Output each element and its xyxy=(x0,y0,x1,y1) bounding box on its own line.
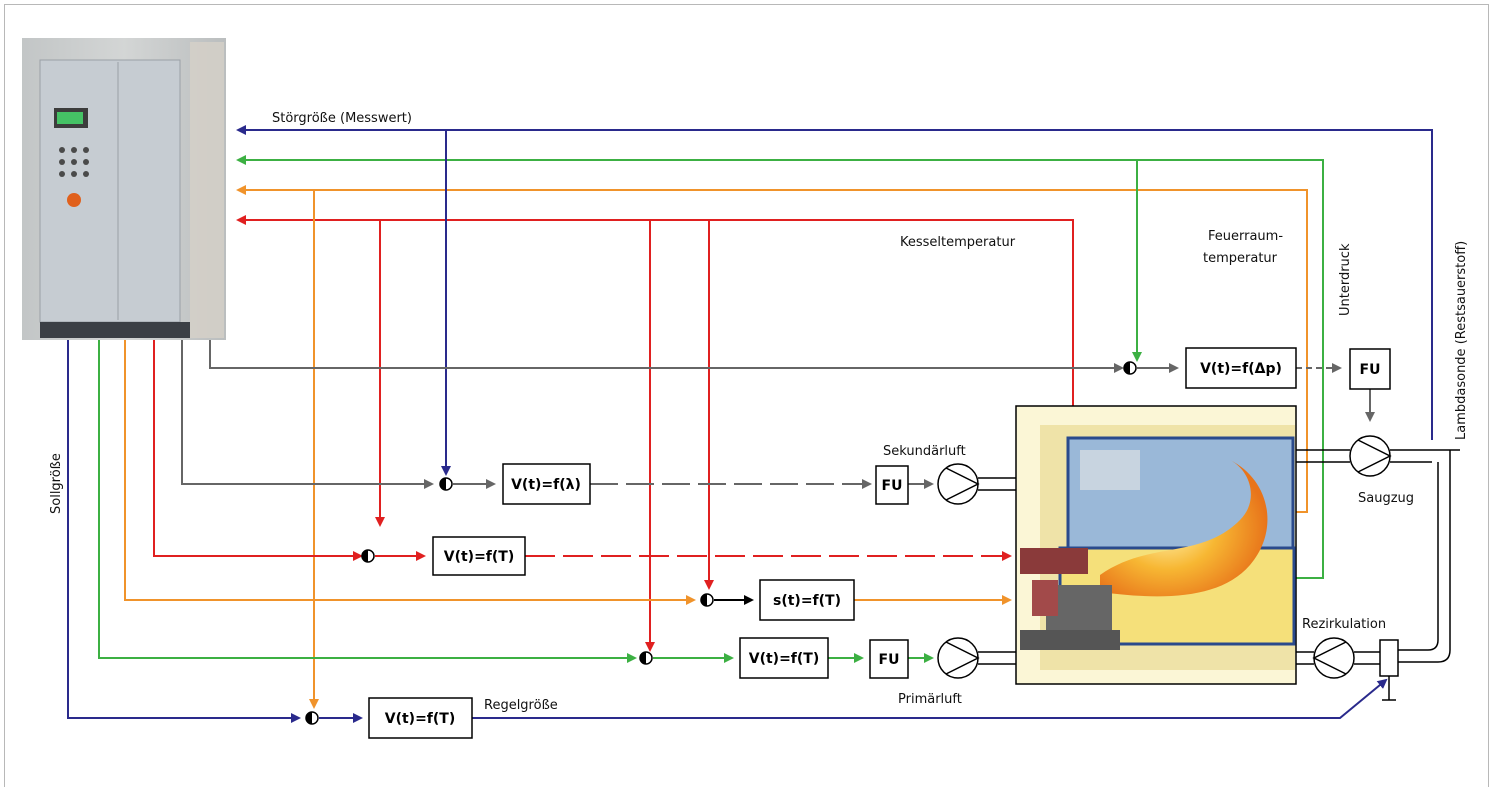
label-saugzug: Saugzug xyxy=(1358,491,1414,506)
box-v-dp: V(t)=f(Δp) xyxy=(1185,347,1297,389)
box-v-t-blue: V(t)=f(T) xyxy=(368,697,473,739)
box-v-t-green: V(t)=f(T) xyxy=(739,637,829,679)
blue-feedback-line xyxy=(236,125,1433,440)
comparator-orange xyxy=(700,593,714,607)
comparator-lambda xyxy=(439,477,453,491)
red-feedback-line xyxy=(236,215,1074,406)
box-fu-primaer: FU xyxy=(869,639,909,679)
label-regelgroesse: Regelgröße xyxy=(484,698,558,713)
red-setpoint xyxy=(153,340,363,561)
page-frame xyxy=(4,4,1489,787)
svg-text:FU: FU xyxy=(879,652,900,668)
label-lambdasonde: Lambdasonde (Restsauerstoff) xyxy=(1454,241,1469,440)
label-stoergroesse: Störgröße (Messwert) xyxy=(272,111,412,126)
box-fu-sekundaer: FU xyxy=(875,465,909,505)
svg-text:FU: FU xyxy=(882,478,903,494)
box-s-t: s(t)=f(T) xyxy=(759,579,855,621)
orange-feedback-line xyxy=(236,185,1308,513)
label-kesseltemperatur: Kesseltemperatur xyxy=(900,235,1016,250)
box-fu-saugzug: FU xyxy=(1349,348,1391,390)
gray-setpoint-pressure xyxy=(209,340,1124,373)
orange-setpoint xyxy=(124,340,696,605)
label-sollgroesse: Sollgröße xyxy=(49,453,64,514)
svg-text:V(t)=f(T): V(t)=f(T) xyxy=(444,549,515,565)
control-cabinet-image xyxy=(22,38,226,340)
svg-text:V(t)=f(Δp): V(t)=f(Δp) xyxy=(1200,361,1282,377)
svg-text:V(t)=f(T): V(t)=f(T) xyxy=(749,651,820,667)
blue-setpoint xyxy=(67,340,301,723)
comparator-green xyxy=(639,651,653,665)
label-unterdruck: Unterdruck xyxy=(1338,243,1353,316)
label-feuerraum-1: Feuerraum- xyxy=(1208,229,1283,244)
comparator-blue xyxy=(305,711,319,725)
svg-text:FU: FU xyxy=(1360,362,1381,378)
sekundaerluft-duct xyxy=(978,477,1016,491)
primaerluft-duct xyxy=(978,651,1016,665)
rezirkulation-duct xyxy=(1398,450,1451,663)
rezirkulation-damper xyxy=(1379,639,1399,701)
saugzug-fan xyxy=(1349,435,1392,477)
box-v-lambda: V(t)=f(λ) xyxy=(502,463,591,505)
box-v-t-red: V(t)=f(T) xyxy=(432,536,526,576)
gray-setpoint-lambda xyxy=(181,340,434,489)
comparator-pressure xyxy=(1123,361,1137,375)
sekundaerluft-fan xyxy=(937,463,980,505)
comparator-red xyxy=(361,549,375,563)
svg-text:V(t)=f(λ): V(t)=f(λ) xyxy=(511,477,581,493)
primaerluft-fan xyxy=(937,637,980,679)
label-rezirkulation: Rezirkulation xyxy=(1302,617,1386,632)
exhaust-duct xyxy=(1296,449,1460,463)
svg-text:s(t)=f(T): s(t)=f(T) xyxy=(773,593,841,609)
green-feedback-line xyxy=(236,155,1324,579)
label-primaerluft: Primärluft xyxy=(898,692,962,707)
svg-text:V(t)=f(T): V(t)=f(T) xyxy=(385,711,456,727)
boiler xyxy=(1015,405,1297,685)
rezirkulation-fan xyxy=(1312,637,1355,679)
label-feuerraum-2: temperatur xyxy=(1203,251,1278,266)
label-sekundaerluft: Sekundärluft xyxy=(883,444,966,459)
green-setpoint xyxy=(98,340,637,663)
